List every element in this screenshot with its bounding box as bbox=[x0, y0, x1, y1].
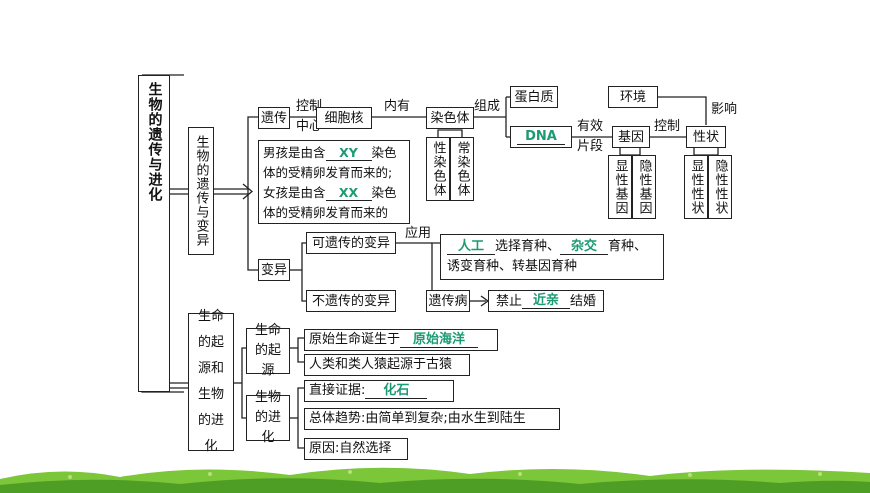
node-yinxingxingzhuang: 隐性性状 bbox=[708, 155, 732, 219]
node-dna: DNA bbox=[510, 126, 572, 148]
node-xingzhuang: 性状 bbox=[686, 126, 726, 148]
node-bianyi: 变异 bbox=[258, 259, 290, 281]
answer-zajiao: 杂交 bbox=[560, 239, 609, 255]
node-changranseti: 常染色体 bbox=[450, 137, 474, 201]
node-ranseti: 染色体 bbox=[426, 107, 474, 129]
answer-huashi: 化石 bbox=[365, 383, 428, 399]
root-label: 生物的遗传与进化 bbox=[146, 82, 163, 202]
label-kongzhi2: 控制 bbox=[654, 119, 681, 134]
label-zucheng: 组成 bbox=[474, 99, 501, 114]
node-buyichuan-bianyi: 不遗传的变异 bbox=[306, 290, 396, 312]
answer-jinqin: 近亲 bbox=[522, 293, 570, 309]
label-yingxiang: 影响 bbox=[711, 102, 738, 117]
branch2-title: 生命的起源和生物的进化 bbox=[188, 309, 234, 454]
node-huanjing: 环境 bbox=[608, 86, 658, 108]
breeding-box: 人工选择育种、杂交育种、 诱变育种、转基因育种 bbox=[440, 234, 664, 280]
branch1-title: 生物的遗传与变异 bbox=[188, 127, 214, 255]
grass-decoration bbox=[0, 467, 870, 493]
node-xianxingxingzhuang: 显性性状 bbox=[684, 155, 708, 219]
answer-yuanshihaiyang: 原始海洋 bbox=[400, 332, 479, 348]
label-neiyou: 内有 bbox=[384, 99, 411, 114]
answer-xx: XX bbox=[325, 185, 372, 201]
node-jinhua: 生物的进化 bbox=[246, 390, 290, 445]
answer-xy: XY bbox=[325, 145, 372, 161]
node-xingranseti: 性染色体 bbox=[426, 137, 450, 201]
node-yinxingjiyin: 隐性基因 bbox=[632, 155, 656, 219]
root-node: 生物的遗传与进化 bbox=[138, 75, 170, 392]
node-qiyuan-2: 人类和类人猿起源于古猿 bbox=[304, 354, 470, 376]
node-xianxingjiyin: 显性基因 bbox=[608, 155, 632, 219]
answer-rengong: 人工 bbox=[447, 239, 495, 255]
node-keyichuan-bianyi: 可遗传的变异 bbox=[306, 232, 396, 254]
label-pianduan: 片段 bbox=[577, 139, 604, 154]
node-jinhua-1: 直接证据:化石 bbox=[304, 380, 454, 402]
label-youxiao: 有效 bbox=[577, 119, 604, 134]
node-jinhua-3: 原因:自然选择 bbox=[304, 438, 408, 460]
label-kongzhi: 控制 bbox=[296, 99, 323, 114]
label-zhongxin: 中心 bbox=[296, 119, 323, 134]
node-xibaohe: 细胞核 bbox=[316, 107, 372, 129]
node-danbaizhi: 蛋白质 bbox=[510, 86, 558, 108]
node-qiyuan: 生命的起源 bbox=[246, 323, 290, 378]
node-yichuanbing: 遗传病 bbox=[426, 290, 470, 312]
node-jinhua-2: 总体趋势:由简单到复杂;由水生到陆生 bbox=[304, 408, 560, 430]
node-qiyuan-1: 原始生命诞生于原始海洋 bbox=[304, 329, 498, 351]
label-yingyong: 应用 bbox=[405, 226, 432, 241]
node-jinzhi-jinqin: 禁止 近亲 结婚 bbox=[488, 290, 604, 312]
node-jiyin: 基因 bbox=[612, 126, 650, 148]
node-yichuan: 遗传 bbox=[258, 107, 290, 129]
